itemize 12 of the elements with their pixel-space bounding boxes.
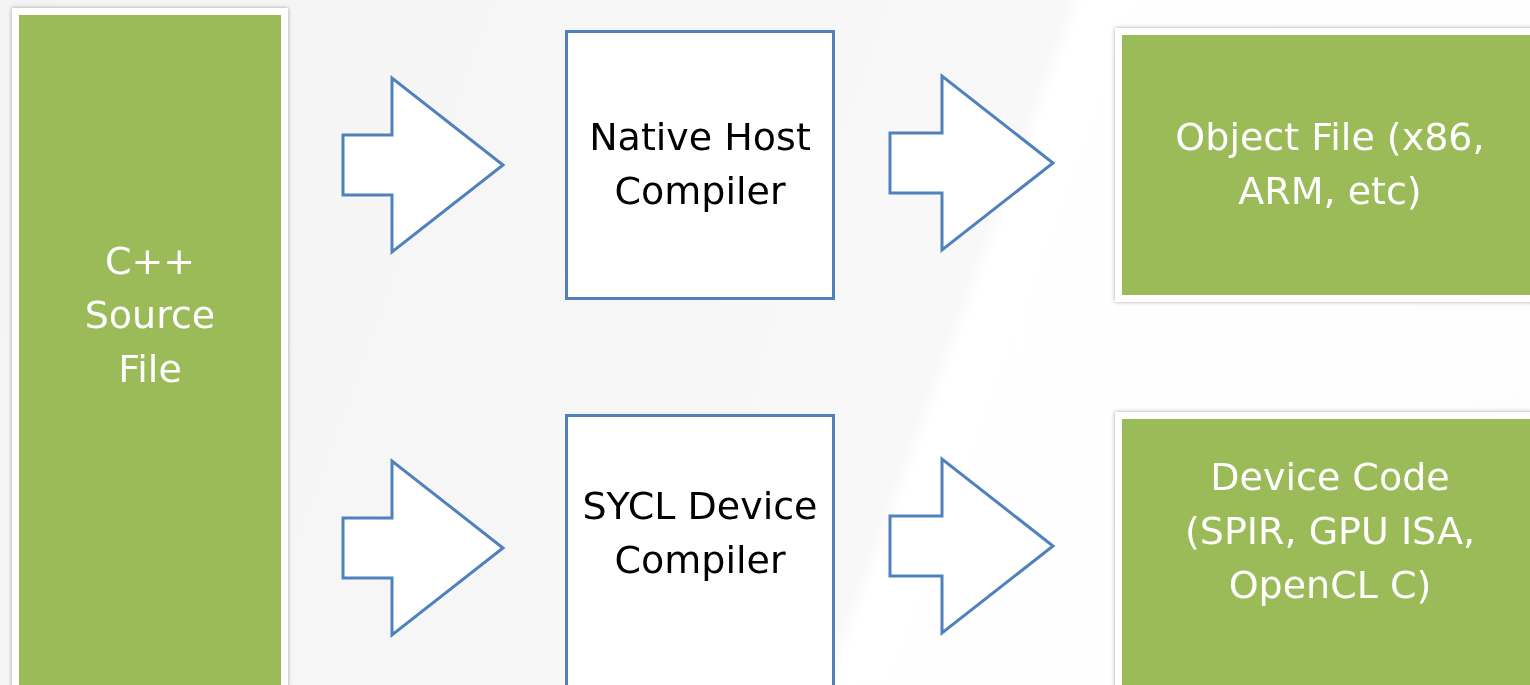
process-box [565,30,835,300]
box-label: Device Code (SPIR, GPU ISA, OpenCL C) [1184,454,1476,609]
box-label: Object File (x86, ARM, etc) [1174,114,1486,215]
box-label: SYCL Device Compiler [581,483,819,584]
box-label: C++ Source File [83,238,217,393]
block-arrow [888,72,1056,254]
process-box [565,414,835,685]
block-arrow [341,74,506,256]
block-arrow [888,455,1056,637]
source-file-box [12,8,288,685]
box-label: Native Host Compiler [588,114,812,215]
block-arrow [341,457,506,639]
